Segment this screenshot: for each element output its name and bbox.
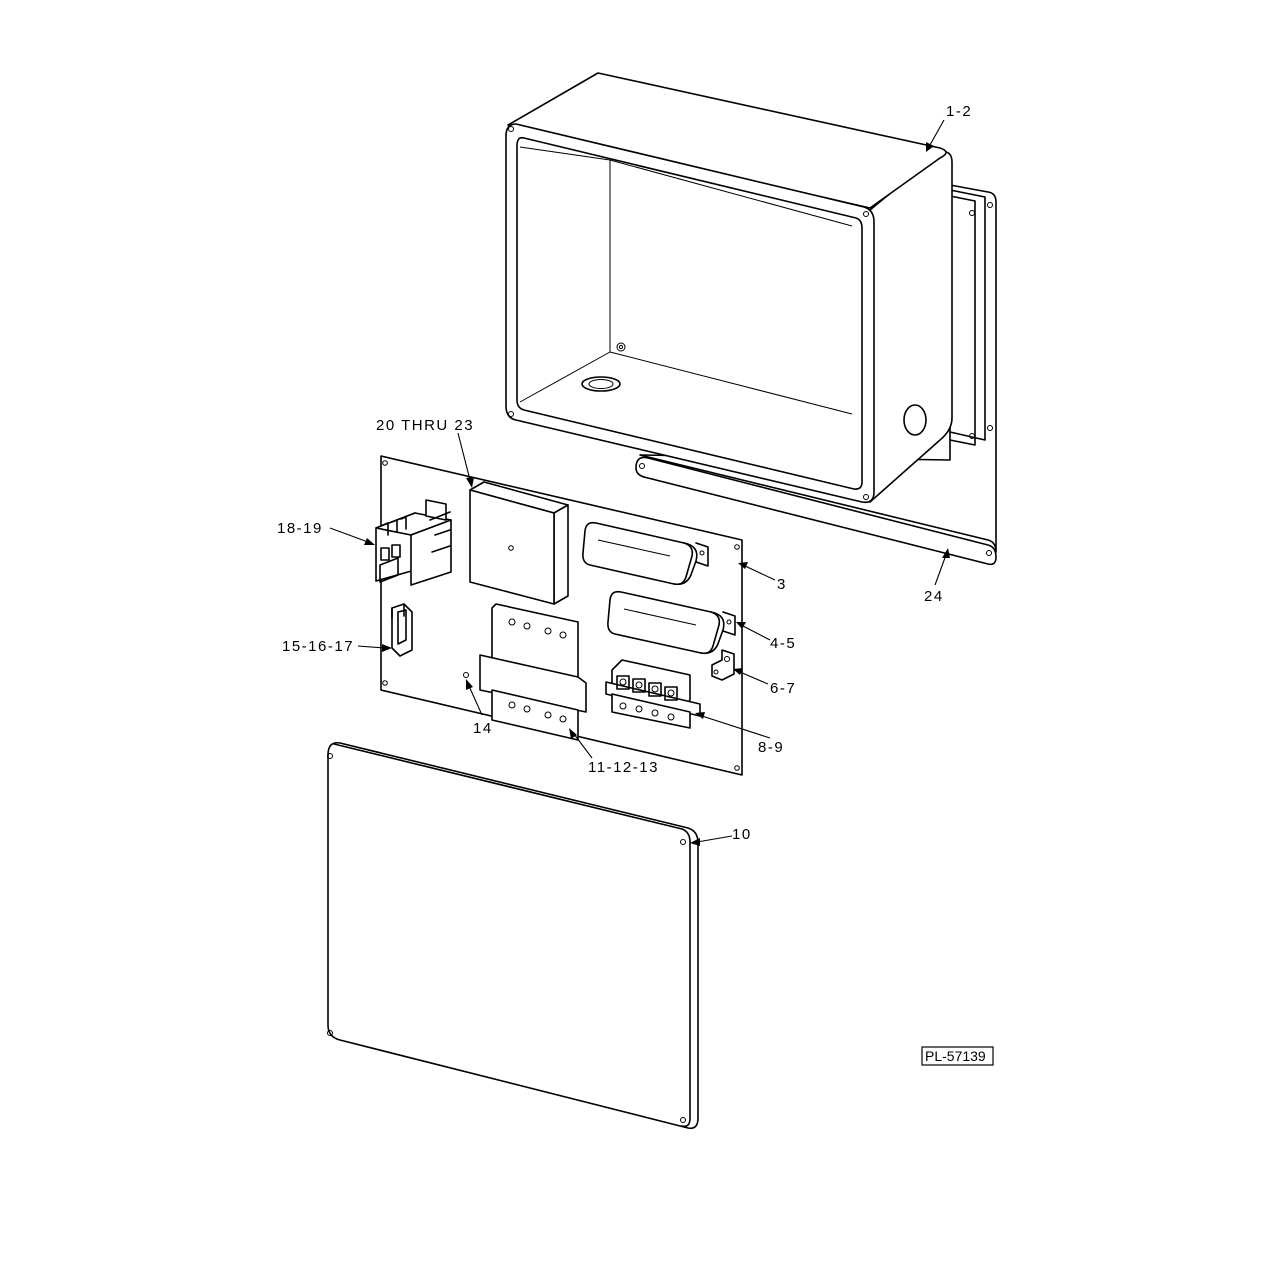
callout-3: 3 — [777, 576, 787, 593]
capacitor-upper — [582, 521, 709, 586]
drawing-number: PL-57139 — [925, 1048, 986, 1064]
relay-module — [469, 481, 569, 605]
contactor — [375, 499, 452, 586]
callout-1-2: 1-2 — [946, 103, 972, 120]
mounting-hole-14 — [463, 672, 469, 678]
enclosure-box — [505, 72, 953, 504]
relay-base — [479, 603, 587, 741]
callout-4-5: 4-5 — [770, 635, 796, 652]
callout-8-9: 8-9 — [758, 739, 784, 756]
callout-20-thru-23: 20 THRU 23 — [376, 417, 474, 434]
fuse-clip — [391, 603, 413, 657]
drawing-number-box: PL-57139 — [921, 1046, 994, 1066]
callout-24: 24 — [924, 588, 944, 605]
callout-10: 10 — [732, 826, 752, 843]
callout-15-16-17: 15-16-17 — [282, 638, 354, 655]
terminal-block — [605, 659, 701, 729]
capacitor-lower — [607, 590, 736, 655]
callout-14: 14 — [473, 720, 493, 737]
cover-plate — [327, 741, 699, 1130]
ground-lug — [711, 649, 735, 681]
leader-lines — [329, 119, 950, 846]
callout-6-7: 6-7 — [770, 680, 796, 697]
callout-18-19: 18-19 — [277, 520, 323, 537]
callout-11-12-13: 11-12-13 — [588, 759, 659, 776]
